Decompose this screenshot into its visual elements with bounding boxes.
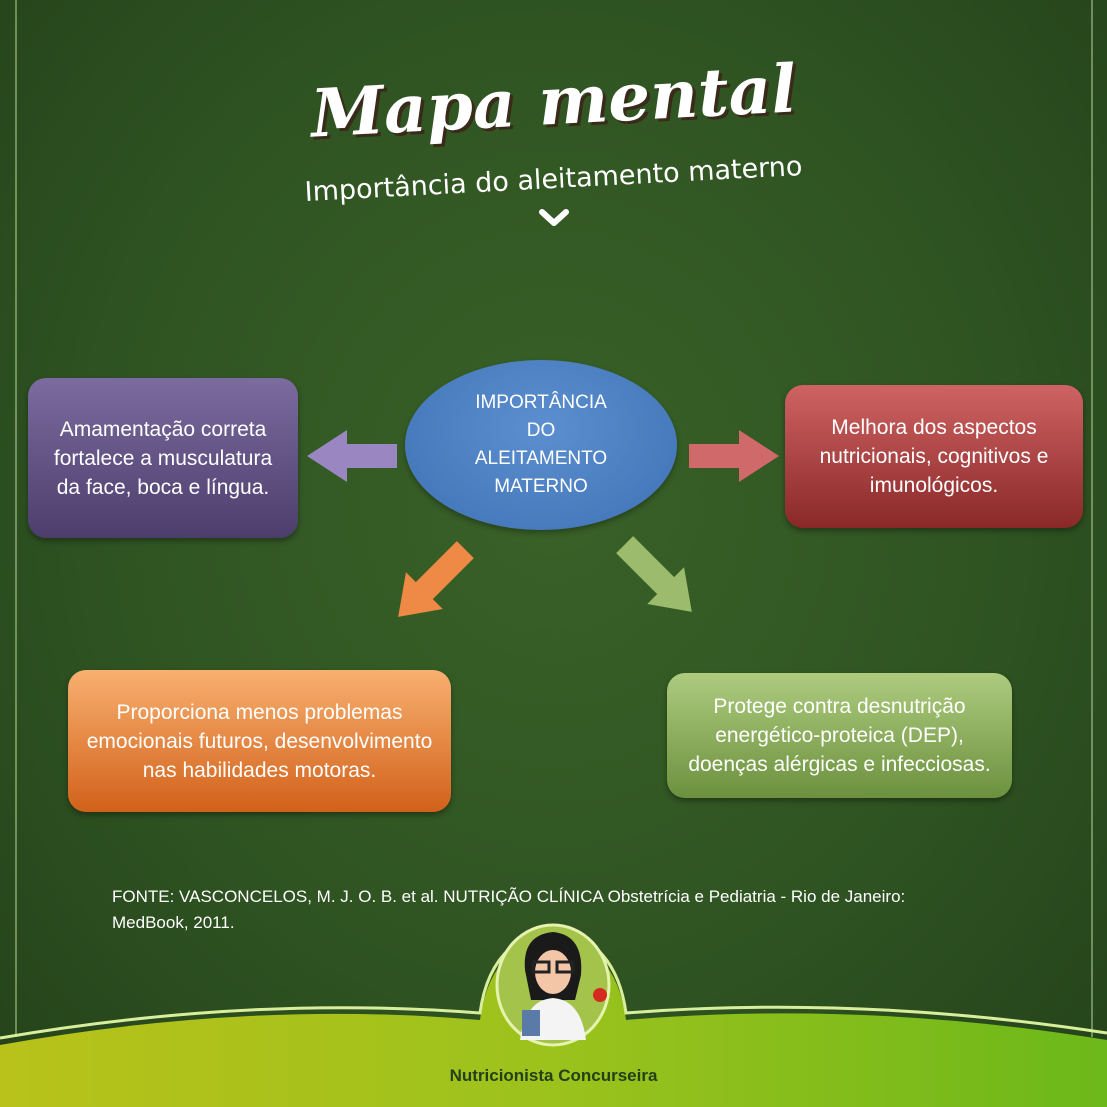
center-line: MATERNO: [494, 476, 588, 497]
frame-line-right: [1091, 0, 1093, 1037]
arrow-down-left-icon: [398, 541, 474, 617]
node-text: Amamentação correta fortalece a musculat…: [53, 417, 273, 499]
node-musculature: Amamentação correta fortalece a musculat…: [28, 378, 298, 538]
arrow-left-icon: [307, 430, 397, 482]
center-line: IMPORTÂNCIA: [475, 392, 607, 413]
node-text: Melhora dos aspectos nutricionais, cogni…: [819, 416, 1049, 497]
central-node: IMPORTÂNCIA DO ALEITAMENTO MATERNO: [405, 360, 677, 530]
node-text: Proporciona menos problemas emocionais f…: [86, 700, 433, 782]
frame-line-left: [15, 0, 17, 1037]
node-emotional: Proporciona menos problemas emocionais f…: [68, 670, 451, 812]
chevron-down-icon: [539, 209, 569, 226]
center-line: ALEITAMENTO: [474, 448, 608, 469]
node-text: Protege contra desnutrição energético-pr…: [688, 695, 991, 776]
arrow-right-icon: [689, 430, 779, 482]
source-citation: FONTE: VASCONCELOS, M. J. O. B. et al. N…: [112, 887, 906, 932]
center-line: DO: [526, 420, 556, 441]
node-protection: Protege contra desnutrição energético-pr…: [667, 673, 1012, 798]
brand-name: Nutricionista Concurseira: [449, 1066, 658, 1085]
node-nutritional: Melhora dos aspectos nutricionais, cogni…: [785, 385, 1083, 528]
avatar: [495, 923, 611, 1047]
arrow-down-right-icon: [616, 536, 692, 612]
